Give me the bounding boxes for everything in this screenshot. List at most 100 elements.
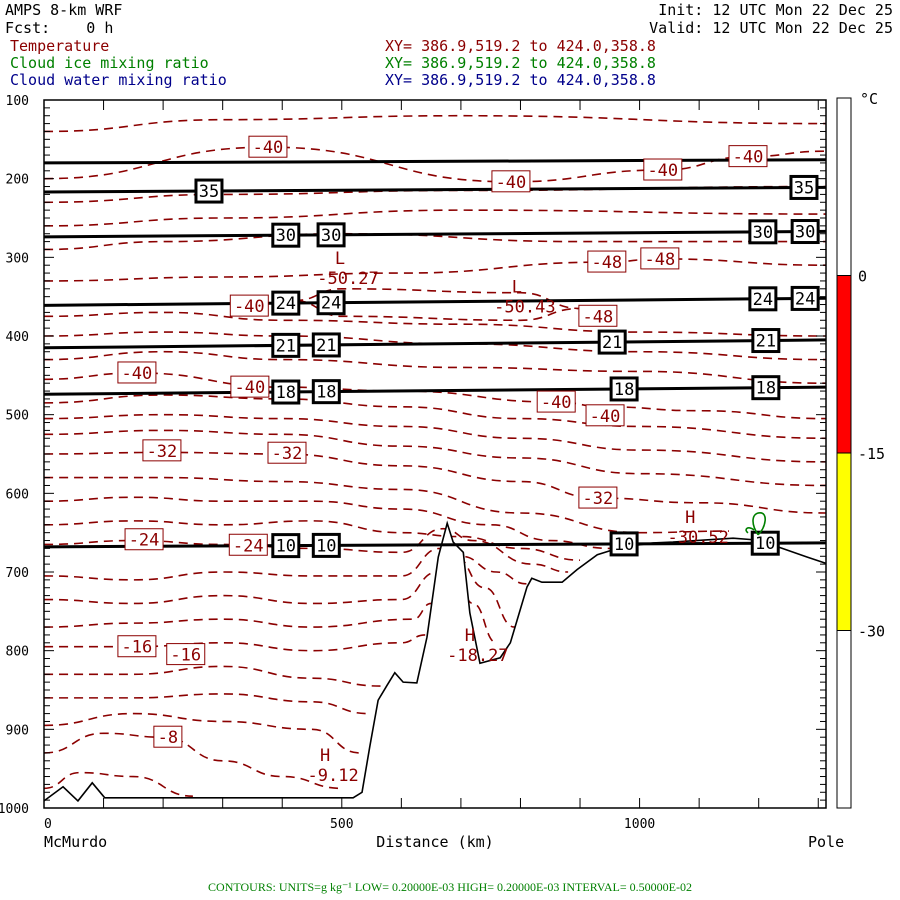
temp-label: -8 <box>158 728 178 748</box>
temp-label: -40 <box>590 407 621 427</box>
temp-label-group: -40 <box>728 145 768 168</box>
temp-label-group: -40 <box>643 158 683 181</box>
black-line-label-box <box>750 530 780 556</box>
black-contour-line <box>44 385 826 396</box>
black-line-label-box <box>271 222 301 248</box>
black-line-label: 21 <box>316 336 336 356</box>
temp-label-box <box>229 294 269 317</box>
black-line-label: 30 <box>276 226 296 246</box>
isotherm-line <box>44 496 610 550</box>
black-line-label: 35 <box>199 182 219 202</box>
black-line-label-group: 30 <box>316 222 346 248</box>
black-line-label-box <box>316 222 346 248</box>
temp-label-group: -40 <box>491 170 531 193</box>
y-tick-label: 900 <box>6 723 29 738</box>
temp-label-box <box>142 439 182 462</box>
black-contour-line <box>44 229 826 239</box>
x-end-label: Pole <box>808 833 844 851</box>
temp-label-box <box>587 250 627 273</box>
black-line-label-box <box>789 174 819 200</box>
black-line-label-box <box>311 379 341 405</box>
black-contour-line <box>44 185 826 194</box>
black-line-label: 30 <box>321 226 341 246</box>
legend-cloud-ice-xy: XY= 386.9,519.2 to 424.0,358.8 <box>385 54 656 72</box>
legend-cloud-ice: Cloud ice mixing ratio <box>10 54 209 72</box>
contour-info-footer: CONTOURS: UNITS=g kg⁻¹ LOW= 0.20000E-03 … <box>208 880 692 894</box>
temp-label-group: -8 <box>153 725 183 748</box>
black-line-label-group: 24 <box>316 290 346 316</box>
extremum-value: -30.52 <box>667 528 728 548</box>
black-line-label: 24 <box>753 290 773 310</box>
black-line-label: 10 <box>614 535 634 555</box>
temp-label-group: -40 <box>536 390 576 413</box>
legend-temperature: Temperature <box>10 37 109 55</box>
x-axis-title: Distance (km) <box>376 833 493 851</box>
forecast-hour: Fcst: 0 h <box>5 19 113 37</box>
colorbar-label: -30 <box>858 623 885 641</box>
black-line-label-box <box>748 219 778 245</box>
colorbar-label: 0 <box>858 268 867 286</box>
isotherm-line <box>44 146 826 183</box>
temp-label: -40 <box>541 393 572 413</box>
black-line-label: 10 <box>276 537 296 557</box>
temp-label: -24 <box>129 531 160 551</box>
black-line-label: 21 <box>276 336 296 356</box>
black-line-label-group: 18 <box>609 376 639 402</box>
extremum-high-marker: H <box>685 508 695 528</box>
black-line-label: 18 <box>756 379 776 399</box>
extremum-group: L-50.27 <box>317 249 378 289</box>
y-tick-label: 700 <box>6 566 29 581</box>
temp-label-group: -40 <box>585 404 625 427</box>
temp-label-box <box>640 247 680 270</box>
temp-label-box <box>228 533 268 556</box>
cloud-ice-contour <box>745 511 766 536</box>
black-line-label-box <box>790 285 820 311</box>
temp-label: -40 <box>234 297 265 317</box>
temp-label-group: -32 <box>142 439 182 462</box>
temp-label-group: -48 <box>587 250 627 273</box>
black-contour-line <box>44 541 826 549</box>
extremum-group: H-18.27 <box>447 626 508 666</box>
black-line-label: 30 <box>795 223 815 243</box>
temp-label: -40 <box>235 378 266 398</box>
isotherm-line <box>44 331 826 361</box>
black-line-label-group: 24 <box>790 285 820 311</box>
black-line-label-box <box>748 286 778 312</box>
black-line-label-box <box>194 178 224 204</box>
isotherm-line <box>44 665 381 687</box>
temp-label-group: -24 <box>228 533 268 556</box>
extremum-value: -18.27 <box>447 646 508 666</box>
isotherm-line <box>44 476 729 534</box>
black-line-label-group: 30 <box>271 222 301 248</box>
x-tick-label: 500 <box>330 817 353 832</box>
temp-label-box <box>248 135 288 158</box>
isotherm-line <box>44 114 826 133</box>
black-line-label: 21 <box>602 333 622 353</box>
temp-label-box <box>585 404 625 427</box>
legend-cloud-water: Cloud water mixing ratio <box>10 71 227 89</box>
isotherm-line <box>44 732 342 790</box>
temp-label: -16 <box>122 638 153 658</box>
isotherm-line <box>44 771 193 797</box>
extremum-high-marker: H <box>320 746 330 766</box>
black-line-label-box <box>271 379 301 405</box>
black-line-label-box <box>271 533 301 559</box>
colorbar-label: -15 <box>858 445 885 463</box>
temp-label: -48 <box>583 307 614 327</box>
black-line-label-group: 18 <box>311 379 341 405</box>
temp-label: -24 <box>233 536 264 556</box>
isotherm-line <box>44 527 569 573</box>
black-line-label-group: 30 <box>748 219 778 245</box>
y-tick-label: 400 <box>6 330 29 345</box>
black-line-label-box <box>609 376 639 402</box>
temp-label-box <box>728 145 768 168</box>
black-line-label: 10 <box>755 534 775 554</box>
y-tick-label: 600 <box>6 487 29 502</box>
extremum-group: H-30.52 <box>667 508 728 548</box>
black-line-label-group: 18 <box>271 379 301 405</box>
black-contour-line <box>44 296 826 307</box>
temp-label-group: -32 <box>267 441 307 464</box>
black-line-label: 24 <box>795 289 815 309</box>
